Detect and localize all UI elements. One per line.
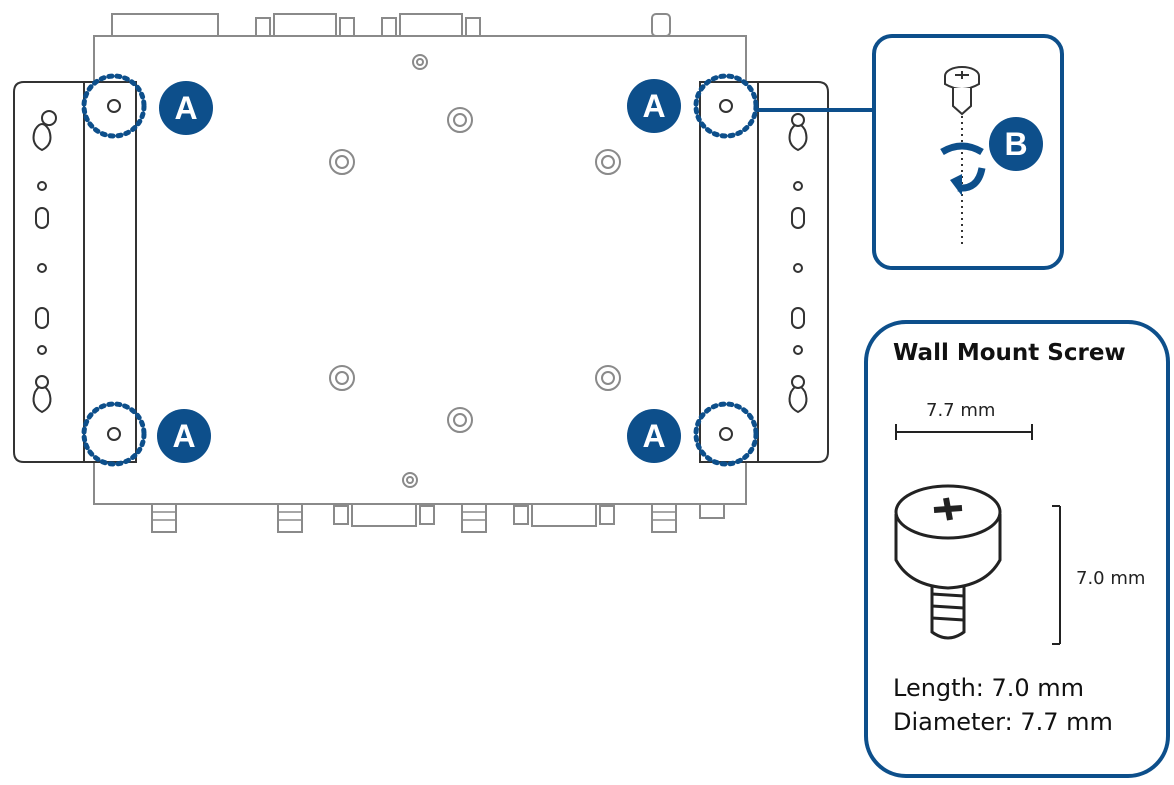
- callout-a-top-right: A: [627, 79, 681, 133]
- phillips-screw-icon: [944, 66, 980, 116]
- top-connectors: [111, 13, 671, 37]
- screw-head-icon: [595, 149, 621, 175]
- left-mount-bracket: [13, 81, 137, 463]
- svg-text:A: A: [174, 90, 197, 126]
- screw-height-label: 7.0 mm: [1076, 568, 1146, 589]
- callout-a-bottom-right: A: [627, 409, 681, 463]
- right-mount-bracket: [699, 81, 829, 463]
- screw-head-icon: [329, 149, 355, 175]
- screw-spec-title: Wall Mount Screw: [893, 340, 1126, 366]
- svg-text:A: A: [642, 418, 665, 454]
- highlight-top-left: [81, 73, 147, 139]
- callout-a-bottom-left: A: [157, 409, 211, 463]
- highlight-top-right: [693, 73, 759, 139]
- left-bracket-holes: [32, 99, 121, 441]
- screw-hole-highlights: [81, 73, 759, 467]
- screw-head-icon: [412, 54, 428, 70]
- screw-width-label: 7.7 mm: [926, 400, 996, 421]
- screw-head-icon: [447, 107, 473, 133]
- screw-diameter-spec: Diameter: 7.7 mm: [893, 708, 1113, 736]
- screw-head-icon: [402, 472, 418, 488]
- bottom-connectors: [151, 503, 725, 533]
- svg-text:A: A: [642, 88, 665, 124]
- bottom-connector-threads: [152, 511, 676, 521]
- callout-b: B: [989, 117, 1043, 171]
- screw-spec-panel: [864, 320, 1170, 778]
- keyhole-slot-icon: [41, 110, 57, 127]
- screw-head-icon: [329, 365, 355, 391]
- screw-head-icon: [595, 365, 621, 391]
- screw-head-icon: [447, 407, 473, 433]
- highlight-bottom-left: [81, 401, 147, 467]
- body-screws: [329, 54, 621, 488]
- rotate-clockwise-arrow-icon: [940, 142, 986, 196]
- right-bracket-holes: [719, 99, 808, 441]
- wall-mount-screw-icon: [894, 484, 1002, 640]
- svg-text:B: B: [1004, 126, 1027, 162]
- highlight-bottom-right: [693, 401, 759, 467]
- svg-text:A: A: [172, 418, 195, 454]
- callout-a-top-left: A: [159, 81, 213, 135]
- screw-length-spec: Length: 7.0 mm: [893, 674, 1085, 702]
- screw-detail-box: [872, 34, 1064, 270]
